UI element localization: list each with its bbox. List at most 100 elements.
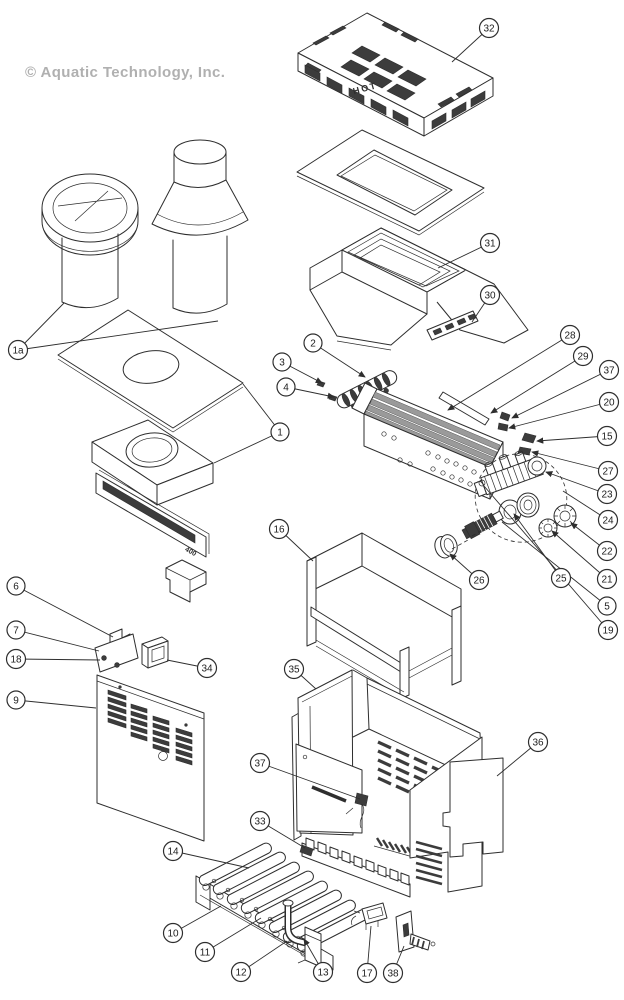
cabinet-body: [292, 670, 503, 897]
callout-36: 36: [497, 733, 548, 777]
door-keyhole: [159, 752, 168, 761]
callout-circle: [314, 963, 333, 982]
callout-14: 14: [164, 842, 250, 869]
callout-circle: [304, 334, 322, 352]
callout-number: 4: [283, 383, 289, 394]
callout-32: 32: [452, 19, 499, 63]
flue-baffle-strip: [439, 392, 489, 425]
callout-number: 3: [279, 358, 285, 369]
callout-circle: [598, 570, 617, 589]
callout-31: 31: [438, 234, 500, 269]
pilot-shield: [377, 838, 412, 855]
screw: [479, 480, 485, 486]
callout-circle: [480, 19, 499, 38]
callout-number: 36: [532, 738, 544, 749]
callout-circle: [561, 326, 580, 345]
valve-knob: [528, 457, 546, 475]
lid-edge-slots: [305, 22, 472, 107]
callout-circle: [598, 597, 616, 615]
union-nut-outer: [554, 505, 576, 527]
callout-13: 13: [303, 938, 333, 982]
callout-27: 27: [531, 450, 618, 481]
callout-25: 25: [513, 513, 571, 588]
callout-9: 9: [7, 691, 96, 709]
callout-circle: [7, 691, 25, 709]
callout-circle: [470, 571, 489, 590]
grommet: [500, 412, 510, 421]
thermowell-plug: [461, 508, 505, 540]
callout-number: 25: [555, 574, 567, 585]
callout-number: 21: [601, 575, 613, 586]
callout-number: 26: [473, 576, 485, 587]
callout-19: 19: [484, 486, 618, 640]
manifold-screw-a: [317, 381, 325, 387]
callout-11: 11: [196, 918, 262, 962]
callout-number: 9: [13, 696, 19, 707]
callout-17: 17: [358, 926, 377, 983]
callout-circle: [600, 393, 619, 412]
callout-number: 37: [603, 366, 615, 377]
callout-circle: [481, 286, 500, 305]
inner-access-door: [296, 744, 368, 833]
valve-header-assembly: [432, 442, 578, 560]
callout-number: 14: [167, 847, 179, 858]
pressure-cap: [432, 532, 460, 560]
control-bezel-strip: 400: [96, 470, 209, 558]
callout-circle: [164, 924, 183, 943]
watermark: © Aquatic Technology, Inc.: [25, 64, 225, 81]
callout-26: 26: [449, 553, 489, 590]
callout-circle: [9, 341, 28, 360]
callout-circle: [198, 659, 217, 678]
vent-cap-right: [152, 140, 248, 313]
callout-number: 11: [200, 948, 211, 959]
callout-number: 27: [602, 467, 614, 478]
callout-5: 5: [502, 522, 616, 615]
callout-number: 19: [602, 626, 614, 637]
callout-circle: [196, 943, 215, 962]
callout-number: 15: [601, 432, 613, 443]
vent-cap-left: [42, 174, 138, 308]
callout-number: 10: [167, 929, 179, 940]
top-lid: HOT: [298, 13, 493, 136]
callout-circle: [164, 842, 183, 861]
callout-circle: [7, 621, 25, 639]
callout-number: 6: [13, 582, 19, 593]
callout-circle: [232, 963, 251, 982]
callout-18: 18: [7, 650, 101, 669]
elbow-fitting: [522, 433, 536, 443]
callout-34: 34: [167, 659, 217, 678]
support-stand: [307, 533, 461, 699]
flue-top-panel: [297, 130, 484, 235]
callout-15: 15: [536, 427, 617, 446]
callout-circle: [7, 650, 26, 669]
on-off-switch: [142, 637, 168, 668]
callout-circle: [599, 462, 618, 481]
callout-circle: [481, 234, 500, 253]
callout-number: 1a: [12, 346, 24, 357]
callout-circle: [273, 353, 291, 371]
callout-21: 21: [551, 530, 617, 589]
callout-4: 4: [277, 378, 335, 399]
callout-circle: [271, 423, 289, 441]
callout-circle: [7, 577, 25, 595]
callout-number: 38: [387, 969, 399, 980]
igniter: [355, 793, 368, 806]
callout-29: 29: [490, 347, 593, 414]
switch-bracket: [396, 911, 435, 952]
callout-number: 20: [603, 398, 615, 409]
corner-bracket: [166, 560, 206, 602]
callout-circle: [598, 485, 617, 504]
callout-number: 7: [13, 626, 19, 637]
callout-number: 16: [273, 525, 285, 536]
callout-circle: [599, 511, 618, 530]
callout-number: 29: [577, 352, 589, 363]
drafthood-bracket: [427, 311, 478, 340]
callout-circle: [600, 361, 619, 380]
front-door-panel: [97, 675, 204, 841]
callout-number: 13: [317, 968, 329, 979]
callout-33: 33: [251, 812, 306, 849]
callout-20: 20: [508, 393, 619, 430]
rail-clip: [300, 845, 313, 856]
